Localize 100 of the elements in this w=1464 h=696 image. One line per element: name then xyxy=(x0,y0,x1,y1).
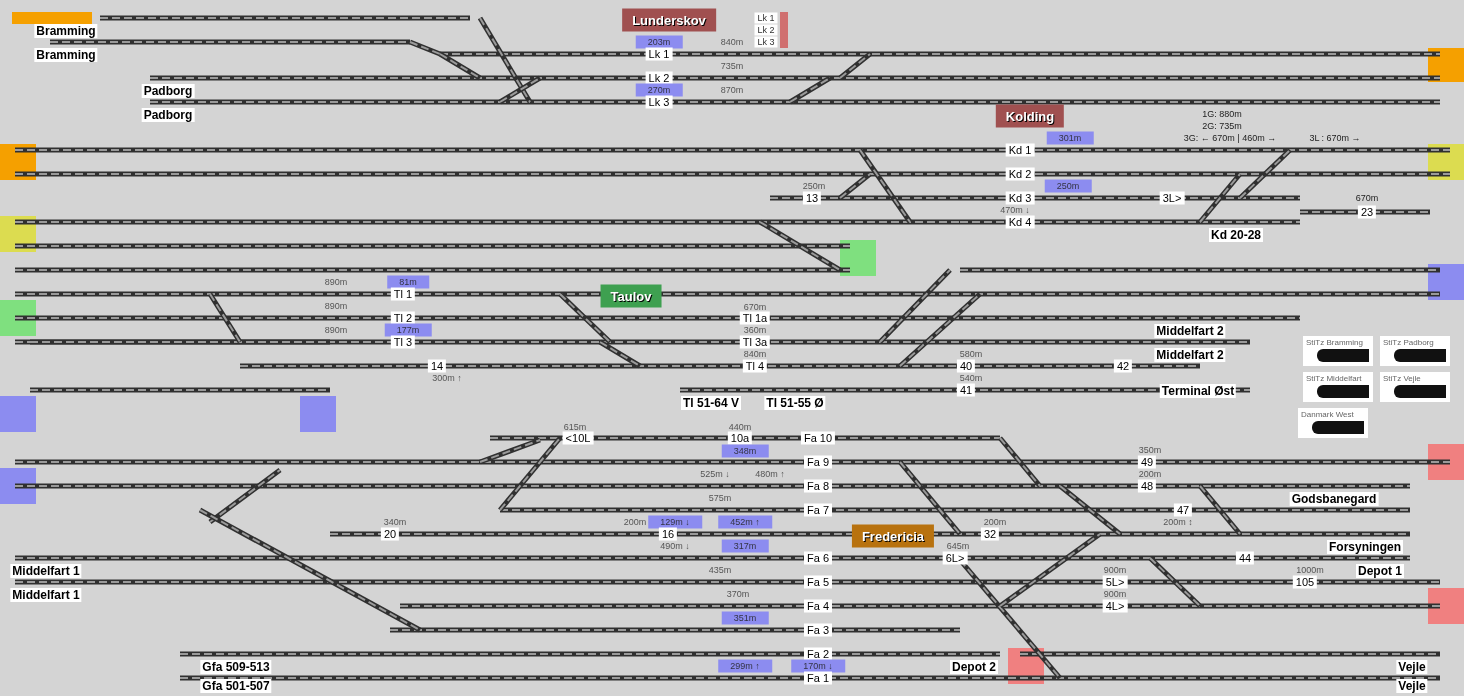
length-label: 350m xyxy=(1138,445,1162,455)
length-label: 890m xyxy=(324,325,348,335)
track-label: Fa 3 xyxy=(804,623,832,637)
track-label: 40 xyxy=(956,359,976,373)
length-label: 452m ↑ xyxy=(718,515,772,529)
length-label: 177m xyxy=(384,323,432,337)
destination-label: Gfa 501-507 xyxy=(200,679,272,693)
track-label: Kd 2 xyxy=(1005,167,1035,181)
length-label: 890m xyxy=(324,301,348,311)
length-label: 490m ↓ xyxy=(660,541,690,551)
track-label: 105 xyxy=(1292,575,1318,589)
track-label: Fa 9 xyxy=(804,455,832,469)
length-label: 351m xyxy=(721,611,769,625)
track-label: 49 xyxy=(1137,455,1157,469)
track-label: Kd 1 xyxy=(1005,143,1035,157)
length-note: 1G: 880m xyxy=(1202,109,1242,119)
length-label: 615m xyxy=(563,422,587,432)
track-label: 48 xyxy=(1137,479,1157,493)
track-label: 23 xyxy=(1357,205,1377,219)
destination-label: Middelfart 1 xyxy=(10,564,82,578)
length-label: 440m xyxy=(728,422,752,432)
track-label: 42 xyxy=(1113,359,1133,373)
destination-label: Godsbanegard xyxy=(1289,492,1379,506)
track-label: 14 xyxy=(427,359,447,373)
track-label: 20 xyxy=(380,527,400,541)
track-label: Lk 1 xyxy=(645,47,673,61)
track-label: Fa 7 xyxy=(804,503,832,517)
length-label: 840m xyxy=(743,349,767,359)
track-label: Tl 1 xyxy=(390,287,416,301)
destination-label: Depot 2 xyxy=(950,660,998,674)
length-label: 370m xyxy=(726,589,750,599)
track-label: Fa 10 xyxy=(800,431,836,445)
track-list-label: Lk 3 xyxy=(754,36,778,48)
length-label: 200m xyxy=(623,517,647,527)
track-label: Kd 3 xyxy=(1005,191,1035,205)
panel-title: StiTz Middelfart xyxy=(1306,374,1362,383)
destination-label: Vejle xyxy=(1396,679,1428,693)
length-label: 670m xyxy=(743,302,767,312)
length-label: 1000m xyxy=(1296,565,1324,575)
station-name-plate: Lunderskov xyxy=(622,8,716,32)
length-label: 580m xyxy=(959,349,983,359)
panel-title: StiTz Vejle xyxy=(1383,374,1421,383)
length-label: 340m xyxy=(383,517,407,527)
length-label: 525m ↓ xyxy=(700,469,730,479)
length-note: 3G: ← 670m | 460m → xyxy=(1183,133,1277,143)
length-label: 360m xyxy=(743,325,767,335)
station-name-plate: Fredericia xyxy=(851,524,935,548)
length-note: 3L : 670m → xyxy=(1309,133,1361,143)
length-label: 348m xyxy=(721,444,769,458)
station-name-plate: Taulov xyxy=(600,284,662,308)
track-label: Fa 2 xyxy=(804,647,832,661)
destination-label: Padborg xyxy=(141,108,195,122)
track-label: Fa 4 xyxy=(804,599,832,613)
track-label: Tl 3a xyxy=(739,335,771,349)
destination-label: Depot 1 xyxy=(1356,564,1404,578)
track-label: Lk 3 xyxy=(645,95,673,109)
destination-label: Forsyningen xyxy=(1327,540,1403,554)
length-label: 900m xyxy=(1103,565,1127,575)
length-label: 470m ↓ xyxy=(1000,205,1030,215)
station-name-plate: Kolding xyxy=(995,104,1065,128)
destination-label: Bramming xyxy=(34,24,98,38)
length-note: 670m xyxy=(1355,193,1379,203)
length-label: 203m xyxy=(635,35,683,49)
control-panel xyxy=(1298,408,1368,438)
destination-label: Gfa 509-513 xyxy=(200,660,272,674)
length-label: 735m xyxy=(720,61,744,71)
track-label: Tl 3 xyxy=(390,335,416,349)
destination-label: Middelfart 2 xyxy=(1154,348,1226,362)
track-label: Fa 1 xyxy=(804,671,832,685)
length-label: 900m xyxy=(1103,589,1127,599)
track-label: 4L> xyxy=(1102,599,1128,613)
length-label: 270m xyxy=(635,83,683,97)
length-label: 575m xyxy=(708,493,732,503)
destination-label: Padborg xyxy=(141,84,195,98)
control-panel xyxy=(1303,336,1373,366)
length-label: 170m ↓ xyxy=(791,659,845,673)
length-label: 435m xyxy=(708,565,732,575)
length-label: 200m xyxy=(1138,469,1162,479)
track-label: 3L> xyxy=(1159,191,1185,205)
destination-label: Kd 20-28 xyxy=(1209,228,1263,242)
length-label: 81m xyxy=(387,275,429,289)
destination-label: Bramming xyxy=(34,48,98,62)
track-label: 16 xyxy=(658,527,678,541)
control-panel xyxy=(1380,372,1450,402)
length-label: 299m ↑ xyxy=(718,659,772,673)
destination-label: Tl 51-64 V xyxy=(681,396,741,410)
track-list-label: Lk 2 xyxy=(754,24,778,36)
destination-label: Middelfart 1 xyxy=(10,588,82,602)
track-label: 47 xyxy=(1173,503,1193,517)
length-label: 840m xyxy=(720,37,744,47)
length-label: 300m ↑ xyxy=(432,373,462,383)
track-list-label: Lk 1 xyxy=(754,12,778,24)
length-label: 540m xyxy=(959,373,983,383)
track-label: Tl 1a xyxy=(739,311,771,325)
destination-label: Tl 51-55 Ø xyxy=(764,396,826,410)
length-label: 250m xyxy=(802,181,826,191)
track-label: 13 xyxy=(802,191,822,205)
length-label: 200m ↕ xyxy=(1163,517,1193,527)
panel-title: Danmark West xyxy=(1301,410,1354,419)
track-label: Fa 8 xyxy=(804,479,832,493)
